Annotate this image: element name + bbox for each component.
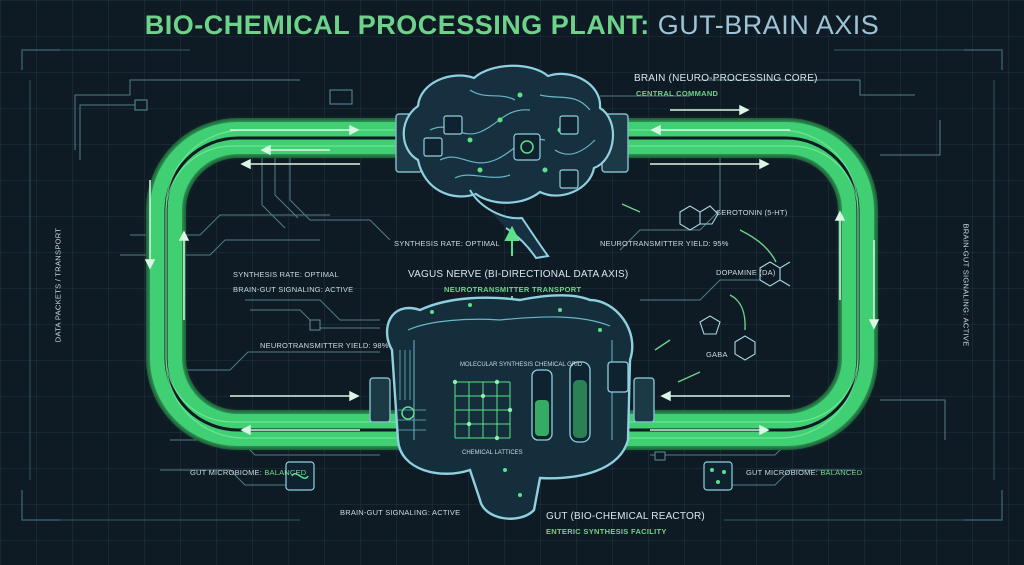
circuit-traces (74, 79, 946, 486)
flow-arrows (144, 104, 880, 436)
microbiome-icon-right (703, 461, 733, 491)
microbiome-glyph-right (710, 468, 726, 484)
gut-microbiome-left: GUT MICROBIOME: BALANCED (190, 468, 307, 477)
gut-neurotransmitter-yield: NEUROTRANSMITTER YIELD: 98% (260, 341, 389, 350)
brain-label: BRAIN (NEURO-PROCESSING CORE) (634, 73, 818, 84)
chemical-lattices-label: CHEMICAL LATTICES (462, 450, 523, 456)
gaba-label: GABA (706, 350, 728, 359)
brain-neurotransmitter-yield: NEUROTRANSMITTER YIELD: 95% (600, 239, 729, 248)
left-vertical-label: DATA PACKETS / TRANSPORT (53, 227, 63, 343)
vagus-nerve-label: VAGUS NERVE (BI-DIRECTIONAL DATA AXIS) (408, 269, 629, 280)
brain-synthesis-rate: SYNTHESIS RATE: OPTIMAL (394, 239, 500, 248)
dopamine-label: DOPAMINE (DA) (716, 268, 776, 277)
gut-illustration (385, 294, 634, 520)
serotonin-label: SEROTONIN (5-HT) (716, 208, 788, 217)
left-synthesis-rate: SYNTHESIS RATE: OPTIMAL (233, 270, 339, 279)
brain-gut-signaling-bottom: BRAIN-GUT SIGNALING: ACTIVE (340, 508, 461, 517)
microbiome-glyph-left (291, 473, 309, 479)
vagus-nerve-sublabel: NEUROTRANSMITTER TRANSPORT (444, 285, 582, 294)
gut-sublabel: ENTERIC SYNTHESIS FACILITY (546, 527, 667, 536)
left-signaling-status: BRAIN-GUT SIGNALING: ACTIVE (233, 285, 354, 294)
right-vertical-label: BRAIN-GUT SIGNALING: ACTIVE (961, 223, 971, 347)
gut-microbiome-right: GUT MICROBIOME: BALANCED (746, 468, 863, 477)
outer-frame (21, 49, 1003, 521)
brain-illustration (402, 64, 614, 260)
circuit-chips (134, 89, 666, 461)
neurotransmitter-molecules (679, 205, 791, 361)
synthesis-arrows (621, 203, 777, 383)
molecular-grid-label: MOLECULAR SYNTHESIS CHEMICAL GRID (460, 362, 582, 369)
diagram-title: BIO-CHEMICAL PROCESSING PLANT: GUT-BRAIN… (144, 10, 880, 40)
gut-label: GUT (BIO-CHEMICAL REACTOR) (546, 511, 705, 522)
brain-sublabel: CENTRAL COMMAND (636, 89, 719, 98)
